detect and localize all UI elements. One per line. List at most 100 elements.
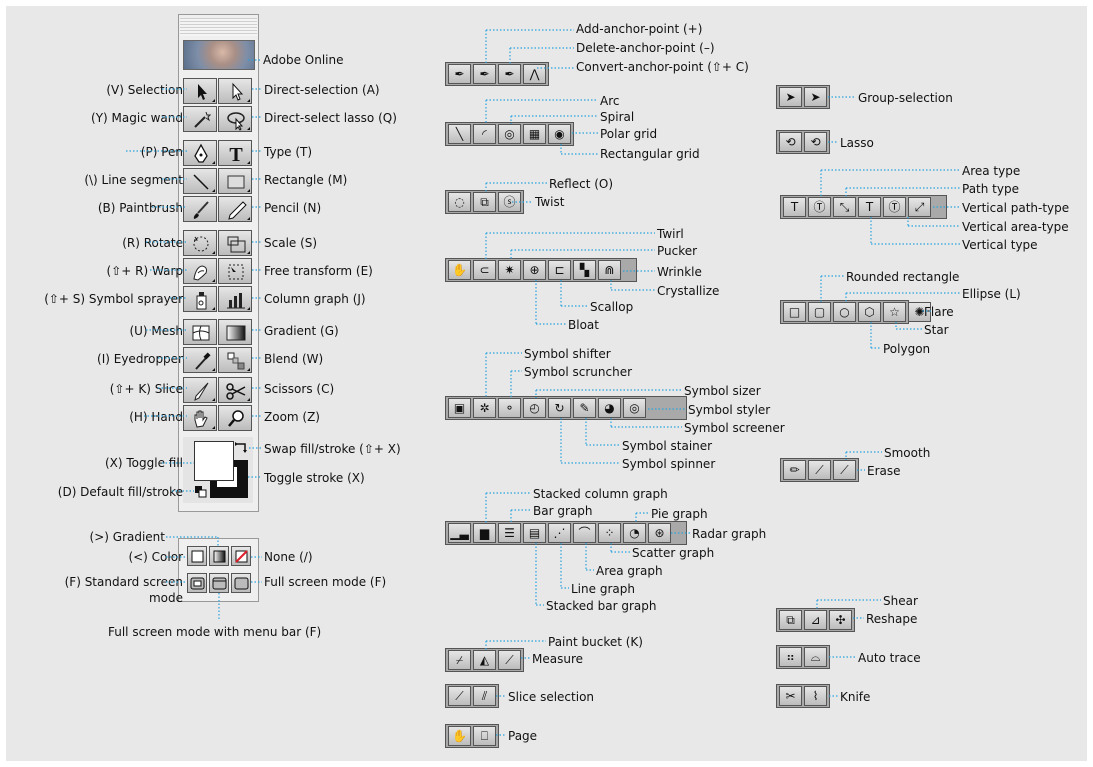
polygon-flyout-button[interactable]: ⬡ (858, 302, 881, 322)
hand-tool-button[interactable] (183, 405, 217, 431)
area-graph-flyout-button[interactable]: ⌒ (573, 523, 596, 543)
group-selection-flyout-button[interactable]: ➤ (804, 87, 827, 107)
symbol-styler-flyout-button[interactable]: ◎ (623, 398, 646, 418)
symbol-spinner-flyout-button[interactable]: ↻ (548, 398, 571, 418)
star-flyout-button[interactable]: ☆ (883, 302, 906, 322)
type-tool-button[interactable]: T (218, 140, 252, 166)
symbol-stainer-flyout-button[interactable]: ✎ (573, 398, 596, 418)
adobe-online-logo[interactable] (183, 40, 255, 70)
bar-graph-flyout-button[interactable]: ☰ (498, 523, 521, 543)
convert-anchor-flyout-button[interactable]: ⋀ (523, 64, 546, 84)
delete-anchor-flyout-button[interactable]: ✒ (498, 64, 521, 84)
crystallize-flyout-button[interactable]: ▚ (573, 260, 596, 280)
line-graph-flyout-button[interactable]: ⋰ (548, 523, 571, 543)
rectangle-tool-button[interactable] (218, 168, 252, 194)
lasso-flyout-button[interactable]: ⟲ (804, 132, 827, 152)
free-transform-tool-button[interactable] (218, 258, 252, 284)
scatter-graph-flyout-button[interactable]: ⁘ (598, 523, 621, 543)
type-flyout-button[interactable]: T (783, 197, 806, 217)
full-screen-button[interactable] (231, 573, 251, 593)
scissors-tool-button[interactable] (218, 377, 252, 403)
none-mode-button[interactable] (231, 546, 251, 566)
vertical-area-type-flyout-button[interactable]: Ⓣ (883, 197, 906, 217)
column-graph-flyout-button[interactable]: ▁▃ (448, 523, 471, 543)
paintbrush-tool-button[interactable] (183, 196, 217, 222)
add-anchor-flyout-button[interactable]: ✒ (473, 64, 496, 84)
stacked-column-graph-flyout-button[interactable]: ▆ (473, 523, 496, 543)
twist-flyout-button[interactable]: ⓢ (498, 192, 521, 212)
symbol-scruncher-flyout-button[interactable]: ⚬ (498, 398, 521, 418)
scale-tool-button[interactable] (218, 230, 252, 256)
standard-screen-button[interactable] (187, 573, 207, 593)
slice-selection-flyout-button[interactable]: ⫽ (473, 686, 496, 706)
radar-graph-flyout-button[interactable]: ⊛ (648, 523, 671, 543)
symbol-sprayer-flyout-button[interactable]: ▣ (448, 398, 471, 418)
direct-selection-tool-button[interactable] (218, 78, 252, 104)
twirl-flyout-button[interactable]: ⊂ (473, 260, 496, 280)
magic-wand-tool-button[interactable] (183, 106, 217, 132)
direct-select-lasso-flyout-button[interactable]: ⟲ (779, 132, 802, 152)
line-segment-tool-button[interactable] (183, 168, 217, 194)
slice-tool-button[interactable] (183, 377, 217, 403)
rotate-tool-button[interactable] (183, 230, 217, 256)
arc-flyout-button[interactable]: ◜ (473, 124, 496, 144)
zoom-tool-button[interactable] (218, 405, 252, 431)
reflect-flyout-button[interactable]: ⧉ (473, 192, 496, 212)
bloat-flyout-button[interactable]: ⊕ (523, 260, 546, 280)
rotate-flyout-button[interactable]: ◌ (448, 192, 471, 212)
pie-graph-flyout-button[interactable]: ◔ (623, 523, 646, 543)
vertical-path-type-flyout-button[interactable]: ⤢ (908, 197, 931, 217)
shear-flyout-button[interactable]: ⊿ (804, 610, 827, 630)
color-mode-button[interactable] (187, 546, 207, 566)
mesh-tool-button[interactable] (183, 319, 217, 345)
vertical-type-flyout-button[interactable]: T (858, 197, 881, 217)
scale-flyout-button[interactable]: ⧉ (779, 610, 802, 630)
rectangular-grid-flyout-button[interactable]: ▦ (523, 124, 546, 144)
wrinkle-flyout-button[interactable]: ⋒ (598, 260, 621, 280)
hand-flyout-button[interactable]: ✋ (448, 726, 471, 746)
spiral-flyout-button[interactable]: ◎ (498, 124, 521, 144)
scissors-flyout-button[interactable]: ✂ (779, 686, 802, 706)
full-screen-menu-button[interactable] (209, 573, 229, 593)
pucker-flyout-button[interactable]: ✷ (498, 260, 521, 280)
blend-tool-button[interactable] (218, 347, 252, 373)
warp-flyout-button[interactable]: ✋ (448, 260, 471, 280)
erase-flyout-button[interactable]: ⟋ (833, 460, 856, 480)
smooth-flyout-button[interactable]: ⟋ (808, 460, 831, 480)
swap-arrow-icon[interactable] (234, 440, 250, 456)
direct-selection-flyout-button[interactable]: ➤ (779, 87, 802, 107)
symbol-shifter-flyout-button[interactable]: ✲ (473, 398, 496, 418)
pen-flyout-button[interactable]: ✒ (448, 64, 471, 84)
ellipse-flyout-button[interactable]: ○ (833, 302, 856, 322)
line-segment-flyout-button[interactable]: ╲ (448, 124, 471, 144)
symbol-sizer-flyout-button[interactable]: ◴ (523, 398, 546, 418)
eyedropper-flyout-button[interactable]: ⌿ (448, 650, 471, 670)
blend-flyout-button[interactable]: ⠶ (779, 647, 802, 667)
rectangle-flyout-button[interactable]: □ (783, 302, 806, 322)
rounded-rectangle-flyout-button[interactable]: ▢ (808, 302, 831, 322)
symbol-sprayer-tool-button[interactable] (183, 286, 217, 312)
knife-flyout-button[interactable]: ⌇ (804, 686, 827, 706)
direct-select-lasso-button[interactable] (218, 106, 252, 132)
stacked-bar-graph-flyout-button[interactable]: ▤ (523, 523, 546, 543)
fill-swatch[interactable] (194, 441, 234, 481)
polar-grid-flyout-button[interactable]: ◉ (548, 124, 571, 144)
paint-bucket-flyout-button[interactable]: ◭ (473, 650, 496, 670)
slice-flyout-button[interactable]: ⟋ (448, 686, 471, 706)
pencil-tool-button[interactable] (218, 196, 252, 222)
warp-tool-button[interactable] (183, 258, 217, 284)
path-type-flyout-button[interactable]: ⤡ (833, 197, 856, 217)
measure-flyout-button[interactable]: ⟋ (498, 650, 521, 670)
eyedropper-tool-button[interactable] (183, 347, 217, 373)
auto-trace-flyout-button[interactable]: ⌓ (804, 647, 827, 667)
reshape-flyout-button[interactable]: ✣ (829, 610, 852, 630)
pencil-flyout-button[interactable]: ✏ (783, 460, 806, 480)
symbol-screener-flyout-button[interactable]: ◕ (598, 398, 621, 418)
gradient-mode-button[interactable] (209, 546, 229, 566)
area-type-flyout-button[interactable]: Ⓣ (808, 197, 831, 217)
default-colors-icon[interactable] (194, 485, 208, 499)
page-flyout-button[interactable]: ⎕ (473, 726, 496, 746)
pen-tool-button[interactable] (183, 140, 217, 166)
gradient-tool-button[interactable] (218, 319, 252, 345)
scallop-flyout-button[interactable]: ⊏ (548, 260, 571, 280)
